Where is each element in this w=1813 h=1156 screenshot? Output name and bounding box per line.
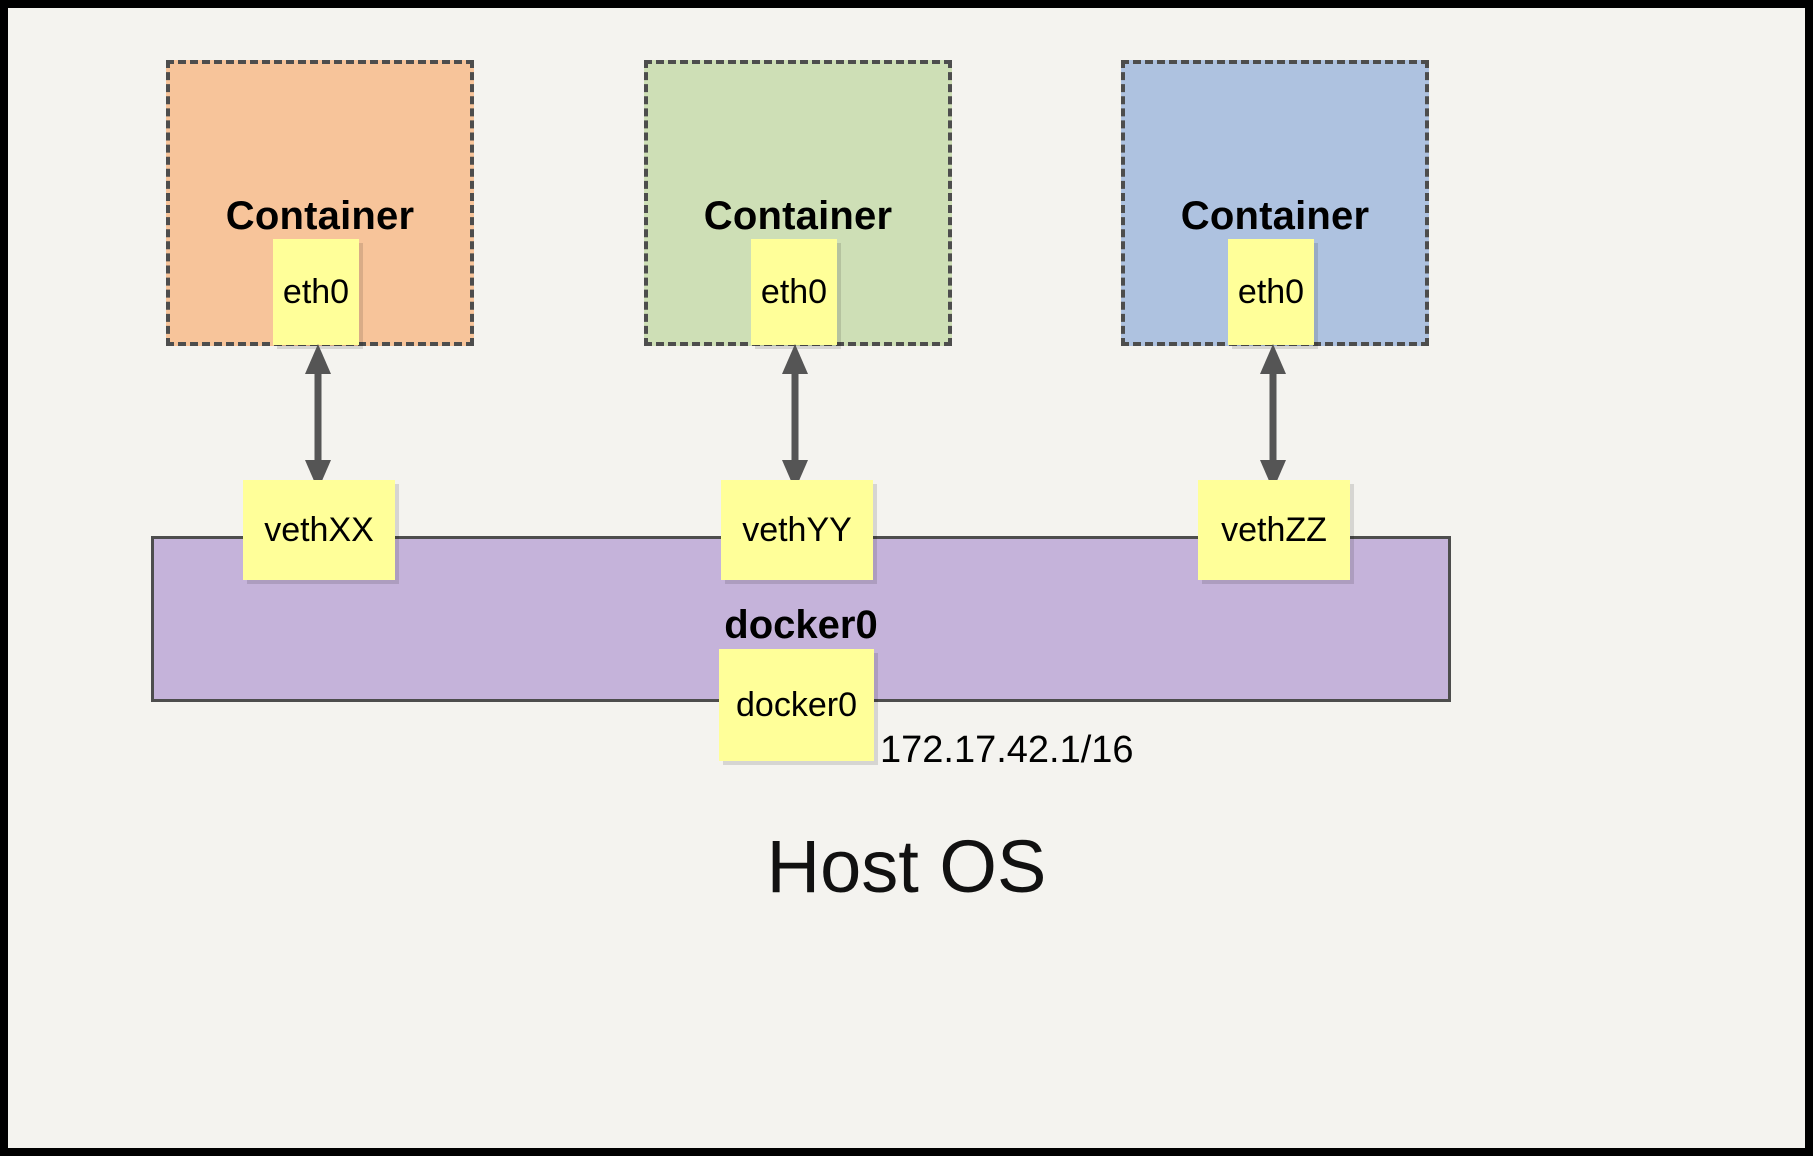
docker0-interface-note: docker0: [719, 649, 874, 761]
eth0-note-label: eth0: [282, 273, 350, 311]
vethxx-note-label: vethXX: [264, 511, 374, 549]
host-os-label: Host OS: [766, 825, 1047, 908]
container-title: Container: [225, 194, 415, 238]
container-title: Container: [1180, 194, 1370, 238]
docker0-interface-label: docker0: [736, 686, 857, 724]
vethzz-note-label: vethZZ: [1221, 511, 1327, 549]
container-title: Container: [703, 194, 893, 238]
eth0-note-label: eth0: [1237, 273, 1305, 311]
arrow-container-2-to-vethyy: [782, 344, 808, 490]
vethzz-note: vethZZ: [1198, 480, 1350, 580]
eth0-note-1: eth0: [273, 239, 359, 345]
eth0-note-3: eth0: [1228, 239, 1314, 345]
host-os-canvas: Container eth0 Container eth0 Container …: [8, 8, 1805, 1148]
vethyy-note: vethYY: [721, 480, 873, 580]
docker0-ip-label: 172.17.42.1/16: [880, 729, 1134, 771]
vethxx-note: vethXX: [243, 480, 395, 580]
vethyy-note-label: vethYY: [742, 511, 852, 549]
eth0-note-2: eth0: [751, 239, 837, 345]
arrow-container-1-to-vethxx: [305, 344, 331, 490]
docker0-bridge-label: docker0: [724, 603, 878, 647]
arrow-container-3-to-vethzz: [1260, 344, 1286, 490]
eth0-note-label: eth0: [760, 273, 828, 311]
